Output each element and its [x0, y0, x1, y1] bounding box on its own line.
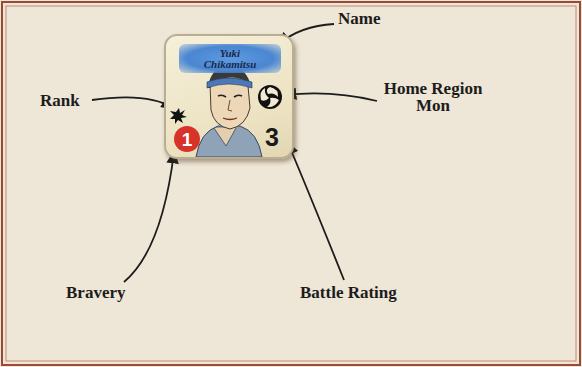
leader-line: [285, 93, 377, 101]
leader-line: [288, 143, 344, 280]
callout-label: Battle Rating: [300, 284, 397, 301]
callout-label: Bravery: [66, 284, 125, 301]
callout-label: Rank: [40, 92, 80, 109]
mon-symbol: [258, 85, 282, 109]
name-band: Yuki Chikamitsu: [179, 44, 281, 73]
bravery-circle: 1: [174, 126, 200, 152]
callout-label: Home Region Mon: [374, 80, 492, 114]
battle-rating: 3: [265, 125, 279, 150]
inner-frame: [6, 6, 576, 361]
callout-label: Name: [338, 10, 380, 27]
rank-symbol: [170, 108, 187, 124]
bravery-number: 1: [182, 130, 193, 149]
leader-line: [124, 152, 174, 282]
counter-name: Yuki Chikamitsu: [198, 48, 262, 70]
leader-line: [92, 97, 173, 108]
game-counter: 3 Yuki Chikamitsu 1: [164, 34, 294, 159]
